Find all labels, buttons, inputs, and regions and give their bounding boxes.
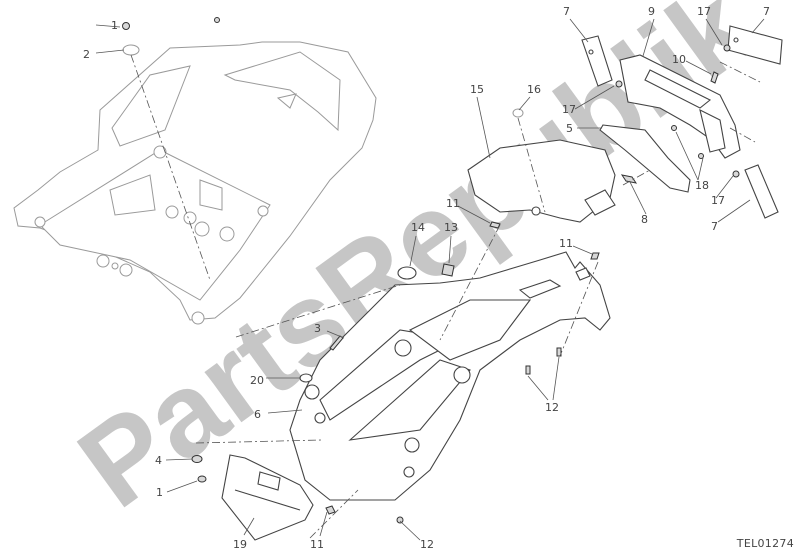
lower-cover bbox=[221, 454, 314, 541]
cover bbox=[599, 124, 691, 193]
callout-label: 7 bbox=[563, 5, 570, 18]
callout-label: 8 bbox=[641, 213, 648, 226]
callout-label: 6 bbox=[254, 408, 261, 421]
callout-label: 17 bbox=[711, 194, 725, 207]
callouts: 1 2 7 9 17 7 10 15 16 17 5 18 17 8 7 11 … bbox=[83, 5, 770, 551]
callout-label: 15 bbox=[470, 83, 484, 96]
callout-label: 3 bbox=[314, 322, 321, 335]
hardware bbox=[122, 17, 740, 524]
callout-label: 11 bbox=[559, 237, 573, 250]
callout-label: 16 bbox=[527, 83, 541, 96]
callout-label: 1 bbox=[111, 19, 118, 32]
callout-label: 5 bbox=[566, 122, 573, 135]
callout-label: 11 bbox=[446, 197, 460, 210]
assembly-lines bbox=[130, 54, 761, 539]
callout-label: 14 bbox=[411, 221, 425, 234]
callout-label: 12 bbox=[420, 538, 434, 551]
callout-label: 17 bbox=[562, 103, 576, 116]
callout-label: 7 bbox=[763, 5, 770, 18]
callout-label: 20 bbox=[250, 374, 264, 387]
callout-label: 12 bbox=[545, 401, 559, 414]
callout-label: 7 bbox=[711, 220, 718, 233]
callout-label: 18 bbox=[695, 179, 709, 192]
callout-label: 2 bbox=[83, 48, 90, 61]
reference-code: TEL01274 bbox=[736, 537, 794, 550]
callout-label: 9 bbox=[648, 5, 655, 18]
reflectors bbox=[581, 25, 783, 219]
rear-light-support bbox=[467, 139, 616, 223]
tail-subframe bbox=[13, 41, 377, 325]
callout-label: 13 bbox=[444, 221, 458, 234]
callout-label: 11 bbox=[310, 538, 324, 551]
leader-lines bbox=[95, 18, 765, 541]
callout-label: 10 bbox=[672, 53, 686, 66]
number-plate-holder bbox=[619, 54, 741, 159]
callout-label: 1 bbox=[156, 486, 163, 499]
callout-label: 19 bbox=[233, 538, 247, 551]
callout-label: 17 bbox=[697, 5, 711, 18]
rear-mudguard bbox=[289, 251, 611, 501]
callout-label: 4 bbox=[155, 454, 162, 467]
